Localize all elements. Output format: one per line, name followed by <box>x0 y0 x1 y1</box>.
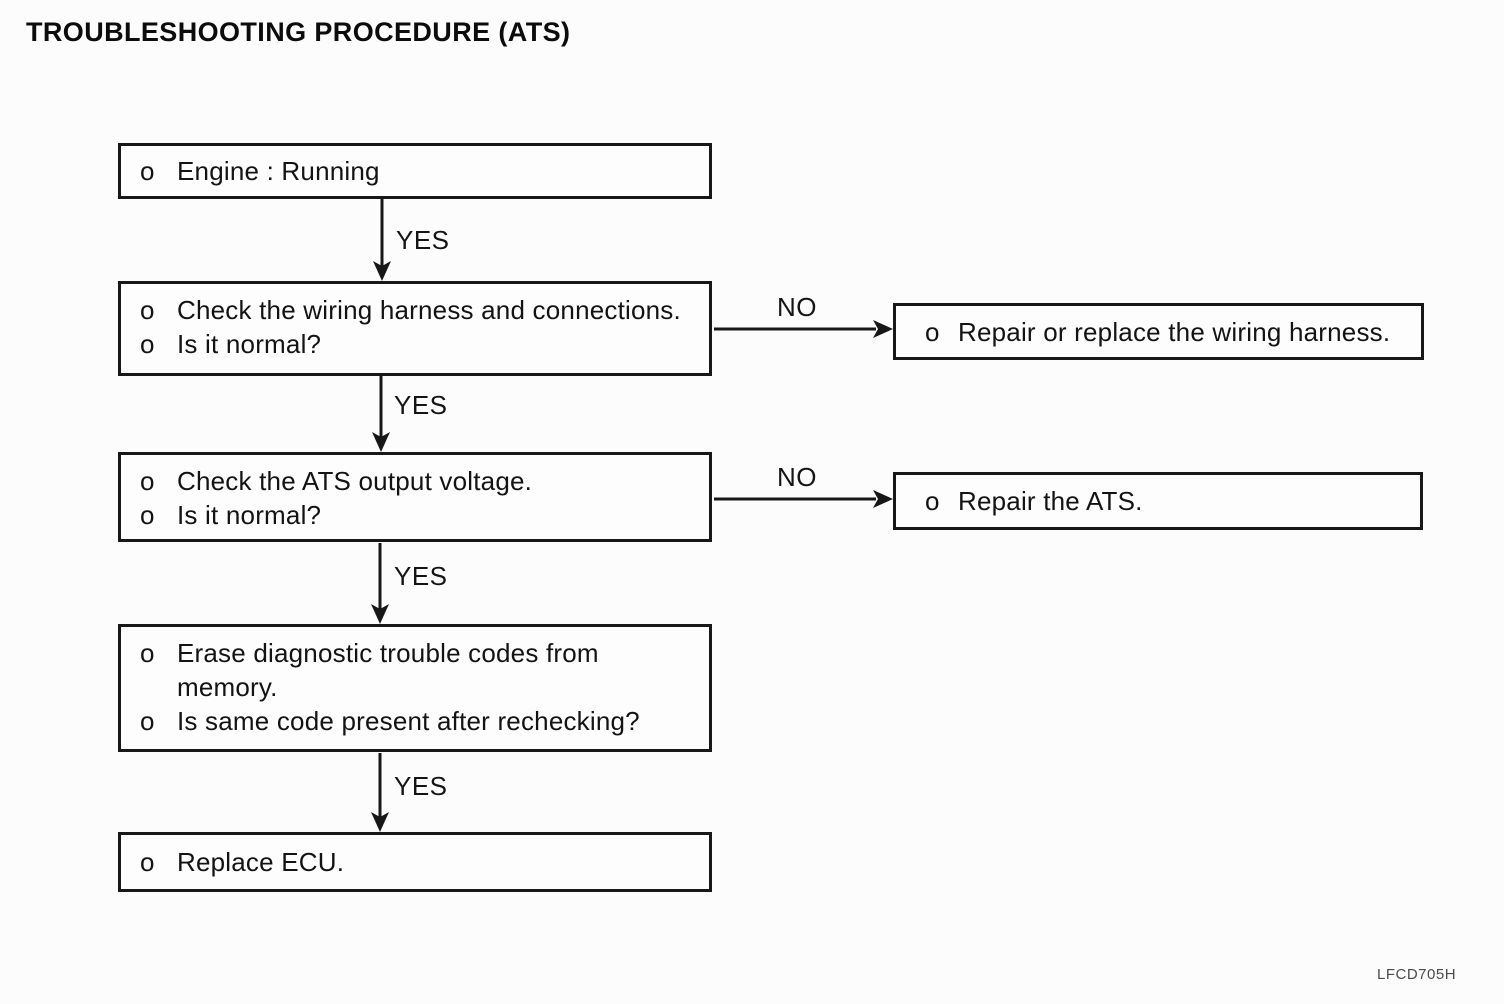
node-item: o Is same code present after rechecking? <box>140 704 682 738</box>
edge-label-yes-1: YES <box>396 225 450 255</box>
node-text: Is same code present after rechecking? <box>177 706 640 736</box>
page-title: TROUBLESHOOTING PROCEDURE (ATS) <box>26 17 571 47</box>
node-item: o Replace ECU. <box>140 845 682 879</box>
no-arrow-2 <box>714 490 893 508</box>
node-text: Replace ECU. <box>177 847 345 877</box>
no-arrow-1-head-icon <box>873 320 893 338</box>
yes-arrow-2-head-icon <box>372 432 390 452</box>
yes-arrow-3 <box>371 543 389 624</box>
node-replace-ecu: o Replace ECU. <box>118 832 712 892</box>
node-item: o Is it normal? <box>140 327 682 361</box>
bullet-o-marker: o <box>140 156 155 186</box>
bullet-o-marker: o <box>925 316 940 347</box>
node-text: Repair the ATS. <box>958 486 1143 516</box>
node-text: Erase diagnostic trouble codes from memo… <box>177 638 599 702</box>
node-check-wiring-harness: o Check the wiring harness and connectio… <box>118 281 712 376</box>
edge-label-yes-2: YES <box>394 390 448 420</box>
node-item: o Check the wiring harness and connectio… <box>140 293 682 327</box>
node-item: o Check the ATS output voltage. <box>140 464 682 498</box>
edge-label-no-1: NO <box>777 292 817 322</box>
yes-arrow-1 <box>373 199 391 281</box>
node-erase-diagnostic-codes: o Erase diagnostic trouble codes from me… <box>118 624 712 752</box>
bullet-o-marker: o <box>140 295 155 325</box>
bullet-o-marker: o <box>140 466 155 496</box>
node-repair-wiring-harness: o Repair or replace the wiring harness. <box>893 303 1424 360</box>
bullet-o-marker: o <box>140 638 155 668</box>
node-text: Repair or replace the wiring harness. <box>958 316 1391 347</box>
yes-arrow-1-head-icon <box>373 261 391 281</box>
no-arrow-1 <box>714 320 893 338</box>
bullet-o-marker: o <box>140 329 155 359</box>
node-item: o Erase diagnostic trouble codes from me… <box>140 636 682 704</box>
bullet-o-marker: o <box>925 486 940 516</box>
figure-code: LFCD705H <box>1377 966 1457 983</box>
yes-arrow-2 <box>372 376 390 452</box>
bullet-o-marker: o <box>140 706 155 736</box>
node-text: Is it normal? <box>177 329 322 359</box>
node-repair-ats: o Repair the ATS. <box>893 472 1423 530</box>
node-text: Check the ATS output voltage. <box>177 466 533 496</box>
yes-arrow-3-head-icon <box>371 604 389 624</box>
bullet-o-marker: o <box>140 500 155 530</box>
node-item: o Repair the ATS. <box>925 484 1402 518</box>
edge-label-yes-3: YES <box>394 561 448 591</box>
edge-label-yes-4: YES <box>394 771 448 801</box>
yes-arrow-4 <box>371 753 389 832</box>
node-item: o Engine : Running <box>140 154 682 188</box>
node-text: Is it normal? <box>177 500 322 530</box>
edge-label-no-2: NO <box>777 462 817 492</box>
no-arrow-2-head-icon <box>873 490 893 508</box>
node-engine-running: o Engine : Running <box>118 143 712 199</box>
node-check-ats-output-voltage: o Check the ATS output voltage. o Is it … <box>118 452 712 542</box>
yes-arrow-4-head-icon <box>371 812 389 832</box>
bullet-o-marker: o <box>140 847 155 877</box>
node-text: Check the wiring harness and connections… <box>177 295 681 325</box>
node-item: o Repair or replace the wiring harness. <box>925 315 1403 349</box>
node-text: Engine : Running <box>177 156 380 186</box>
node-item: o Is it normal? <box>140 498 682 532</box>
